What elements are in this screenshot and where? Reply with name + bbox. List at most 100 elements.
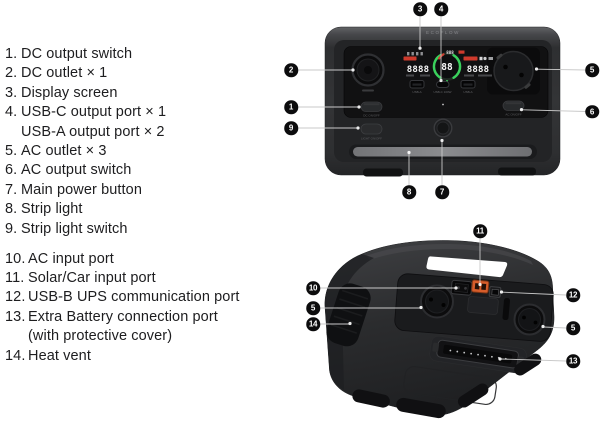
front-view-illustration: ECOFLOW 8888	[298, 16, 586, 186]
callout-10-ac-input-port: 10	[306, 281, 320, 295]
heat-vent	[326, 283, 371, 347]
legend-item-text: DC output switch	[21, 46, 133, 62]
callout-5-ac-outlet-front: 5	[585, 63, 599, 77]
legend-item-text: (with protective cover)	[28, 328, 173, 345]
ac-switch-label: AC ON/OFF	[505, 113, 522, 117]
legend-item-10: 10.AC input port	[5, 250, 240, 269]
legend-item-text: Extra Battery connection port	[28, 308, 218, 325]
legend-item-6: 6.AC output switch	[5, 161, 240, 180]
legend-item-text: Strip light	[21, 201, 83, 218]
usb-a-right-label: USB-A	[463, 90, 472, 94]
legend-item-text: USB-B UPS communication port	[28, 289, 240, 306]
legend-item-number: 1.	[5, 46, 18, 62]
strip-light	[349, 144, 537, 159]
legend-item-text: Heat vent	[28, 347, 91, 364]
legend-item-number: 11.	[5, 269, 25, 286]
display-input-tag	[403, 56, 417, 61]
legend-item-number: 7.	[5, 181, 18, 198]
legend-item-text: DC outlet × 1	[21, 65, 108, 82]
main-power-button	[433, 118, 453, 138]
display-output-tag	[463, 56, 478, 61]
usb-c-port	[436, 81, 450, 88]
callout-5-ac-outlet-rear-right: 5	[566, 321, 580, 335]
callout-14-heat-vent: 14	[306, 317, 320, 331]
legend-item-1: 1.DC output switch	[5, 45, 240, 64]
usb-c-label: USB-C 100W	[433, 90, 451, 94]
legend-item-5: 5.AC outlet × 3	[5, 142, 240, 161]
rear-view-illustration	[320, 238, 567, 419]
legend-item-text: AC outlet × 3	[21, 143, 107, 160]
display-output-watts: 8888	[467, 65, 489, 75]
display-battery-percent: 88	[441, 62, 453, 73]
legend-item-13-line2: (with protective cover)	[5, 327, 240, 346]
bottom-seam	[403, 365, 497, 406]
callout-2-dc-outlet: 2	[284, 63, 298, 77]
legend-item-number: 10.	[5, 250, 26, 267]
legend-item-2: 2.DC outlet × 1	[5, 64, 240, 83]
legend-item-number: 14.	[5, 347, 26, 364]
legend-item-number: 8.	[5, 201, 18, 218]
legend-item-12: 12.USB-B UPS communication port	[5, 288, 240, 307]
legend-item-text: Display screen	[21, 84, 118, 101]
ac-outlet-rear-right	[513, 303, 546, 336]
legend-item-7: 7.Main power button	[5, 181, 240, 200]
legend-item-number: 3.	[5, 84, 18, 101]
legend: 1.DC output switch 2.DC outlet × 1 3.Dis…	[5, 45, 240, 366]
callout-7-main-power-button: 7	[435, 185, 449, 199]
callout-4-usb-ports: 4	[434, 2, 448, 16]
legend-item-9: 9.Strip light switch	[5, 220, 240, 239]
legend-item-14: 14.Heat vent	[5, 347, 240, 366]
usb-ports: USB-A USB-C 100W USB-A	[409, 80, 476, 94]
legend-item-text: Main power button	[21, 181, 142, 198]
rear-leader-dots	[348, 282, 545, 361]
ac-output-switch: AC ON/OFF	[502, 100, 525, 117]
front-leader-lines	[298, 16, 586, 186]
display-timer: 888	[446, 50, 454, 55]
brand-text: ECOFLOW	[426, 30, 460, 35]
ambient-sensor-dot	[442, 103, 444, 106]
callout-12-usb-b-port: 12	[566, 288, 580, 302]
dc-output-switch: DC ON/OFF	[360, 101, 383, 118]
legend-item-text: USB-A output port × 2	[21, 123, 165, 140]
legend-item-number: 4.	[5, 104, 18, 121]
legend-item-text: Solar/Car input port	[28, 269, 156, 286]
front-leader-dots	[351, 46, 539, 155]
protective-cover	[467, 296, 510, 321]
display-screen: 8888 88 888 8888	[403, 50, 493, 82]
device-feet	[352, 353, 542, 419]
rear-leader-lines	[320, 238, 567, 362]
strip-light-switch: LIGHT ON/OFF	[360, 123, 383, 141]
carry-handle	[426, 256, 508, 278]
ac-outlet-rear-left	[420, 284, 454, 319]
callout-3-display-screen: 3	[413, 2, 427, 16]
extra-battery-port	[429, 335, 527, 374]
dc-outlet	[351, 53, 385, 92]
legend-item-number: 2.	[5, 65, 18, 82]
callout-8-strip-light: 8	[402, 185, 416, 199]
dc-switch-label: DC ON/OFF	[363, 114, 380, 118]
solar-car-input-port	[471, 279, 490, 294]
legend-item-text: AC input port	[28, 250, 114, 267]
usb-a-left-label: USB-A	[412, 90, 421, 94]
front-feet	[363, 167, 536, 177]
legend-item-number: 5.	[5, 143, 18, 160]
legend-item-number: 6.	[5, 162, 18, 179]
callout-11-solar-car-input-port: 11	[473, 224, 487, 238]
legend-item-text: AC output switch	[21, 162, 132, 179]
legend-item-number: 12.	[5, 289, 26, 306]
legend-item-number: 13.	[5, 308, 26, 325]
legend-item-text: USB-C output port × 1	[21, 104, 167, 121]
legend-item-text: Strip light switch	[21, 220, 128, 237]
legend-item-11: 11.Solar/Car input port	[5, 269, 240, 288]
legend-item-3: 3.Display screen	[5, 84, 240, 103]
legend-item-8: 8.Strip light	[5, 200, 240, 219]
legend-item-4-line2: USB-A output port × 2	[5, 123, 240, 142]
callout-9-strip-light-switch: 9	[284, 121, 298, 135]
callout-5-ac-outlet-rear-left: 5	[306, 301, 320, 315]
ac-outlet-front	[487, 47, 540, 95]
display-input-watts: 8888	[407, 65, 429, 75]
callout-6-ac-output-switch: 6	[585, 104, 599, 119]
legend-item-13: 13.Extra Battery connection port	[5, 308, 240, 327]
callout-13-extra-battery-port: 13	[566, 354, 580, 368]
